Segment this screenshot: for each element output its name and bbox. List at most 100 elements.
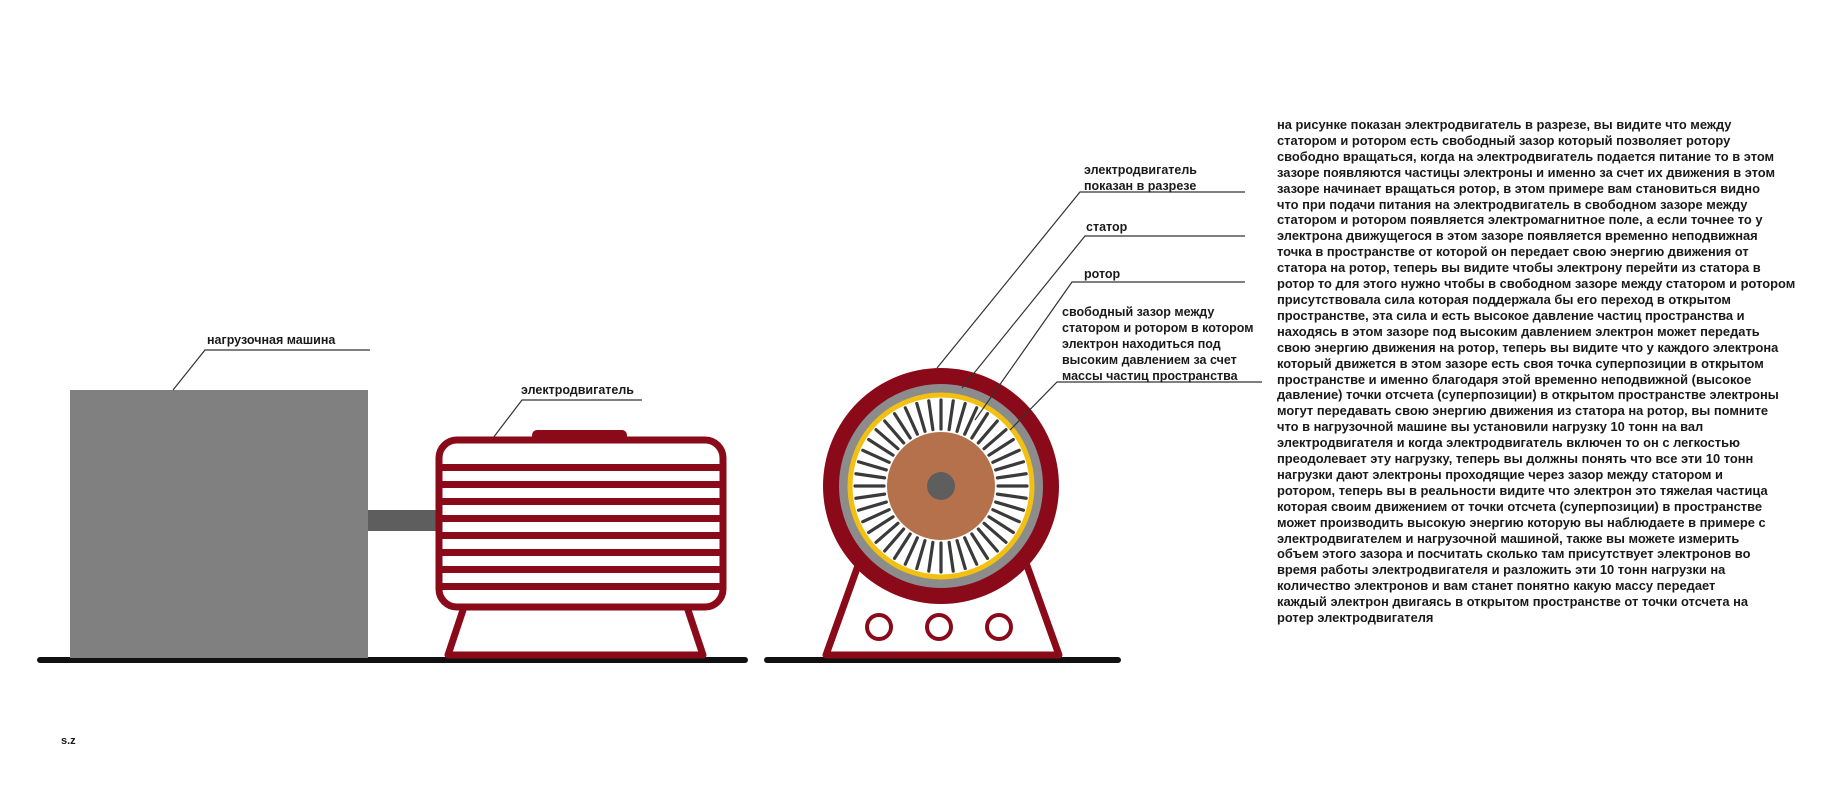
description-line: объем этого зазора и посчитать сколько т… — [1277, 546, 1751, 562]
description-line: ротор то для этого нужно чтобы в свободн… — [1277, 276, 1796, 292]
description-line: находясь в этом зазоре под высоким давле… — [1277, 323, 1760, 339]
stator-slot — [854, 492, 887, 500]
stator-slot — [963, 536, 979, 566]
stator-slot — [947, 399, 955, 432]
stator-slot — [947, 540, 955, 573]
label-gap-line2: статором и ротором в котором — [1062, 321, 1254, 335]
description-line: количество электронов и вам станет понят… — [1277, 578, 1716, 594]
leader-stator — [961, 235, 1245, 389]
description-line: которая своим движением от точки отсчета… — [1277, 498, 1763, 514]
motor-fin — [439, 583, 723, 590]
motor-cross-section-icon — [822, 368, 1063, 659]
stator-slot — [927, 399, 935, 432]
description-line: ротором, теперь вы в реальности видите ч… — [1277, 482, 1768, 498]
label-motor: электродвигатель — [521, 383, 634, 397]
label-load-machine: нагрузочная машина — [207, 333, 336, 347]
stator-slot — [892, 532, 912, 560]
stator-slot — [903, 536, 919, 566]
description-line: преодолевает эту нагрузку, теперь вы дол… — [1277, 451, 1754, 467]
description-line: могут передавать свою энергию движения и… — [1277, 403, 1769, 419]
description-line: что в нагрузочной машине вы установили н… — [1277, 419, 1704, 435]
motor-fin — [439, 549, 723, 556]
description-line: зазоре появляются частицы электроны и им… — [1277, 164, 1776, 180]
label-gap-line5: массы частиц пространства — [1062, 369, 1239, 383]
stator-slot — [927, 540, 935, 573]
label-section-line1: электродвигатель — [1084, 163, 1197, 177]
stator-slot — [994, 500, 1026, 512]
stator-slot — [991, 508, 1021, 524]
motor-shaft — [368, 510, 440, 531]
motor-fin — [439, 464, 723, 471]
description-text: на рисунке показан электродвигатель в ра… — [1277, 117, 1822, 626]
stator-slot — [970, 532, 990, 560]
stator-slot — [976, 527, 999, 553]
motor-fin — [439, 481, 723, 488]
description-line: нагрузки дают электроны проходящие через… — [1277, 466, 1723, 482]
stator-slot — [991, 448, 1021, 464]
stator-slot — [883, 527, 906, 553]
description-line: точка в пространстве от которой он перед… — [1277, 244, 1749, 260]
description-line: присутствовала сила которая поддержала б… — [1277, 291, 1731, 307]
stator-slot — [867, 437, 895, 457]
description-line: зазоре начинает вращаться ротор, в этом … — [1277, 180, 1760, 196]
stator-slot — [854, 472, 887, 480]
stator-slot — [995, 472, 1028, 480]
description-line: на рисунке показан электродвигатель в ра… — [1277, 117, 1732, 132]
motor-fin — [439, 532, 723, 539]
description-line: статором и ротором есть свободный зазор … — [1277, 132, 1731, 148]
stator-slot — [892, 412, 912, 440]
stator-slot — [856, 460, 888, 472]
description-line: статора на ротор, теперь вы видите чтобы… — [1277, 260, 1761, 276]
description-line: статором и ротором появляется электромаг… — [1277, 212, 1763, 228]
stator-slot — [903, 406, 919, 436]
description-line: время работы электродвигателя и разложит… — [1277, 562, 1726, 578]
description-line: электрона движущегося в этом зазоре появ… — [1277, 228, 1758, 244]
leader-load-machine — [172, 349, 370, 391]
description-line: что при подачи питания на электродвигате… — [1277, 196, 1748, 212]
load-machine-block — [70, 390, 368, 658]
description-line: пространстве, эта сила и есть высокое да… — [1277, 307, 1745, 323]
stator-slot — [987, 515, 1015, 535]
leader-rotor — [974, 281, 1245, 421]
stator-slot — [976, 419, 999, 445]
description-line: электродвигателя и когда электродвигател… — [1277, 435, 1741, 451]
leader-gap — [1009, 381, 1262, 431]
stator-slot — [915, 401, 927, 433]
stator-slot — [955, 401, 967, 433]
stator-slot — [867, 515, 895, 535]
label-stator: статор — [1086, 220, 1128, 234]
stator-slot — [970, 412, 990, 440]
label-rotor: ротор — [1084, 267, 1121, 281]
label-gap-line3: электрон находиться под — [1062, 337, 1221, 351]
description-line: электродвигателем и нагрузочной машиной,… — [1277, 530, 1740, 546]
description-line: может производить высокую энергию котору… — [1277, 514, 1766, 530]
label-gap-line4: высоким давлением за счет — [1062, 353, 1237, 367]
stator-slot — [987, 437, 1015, 457]
stator-slot — [994, 460, 1026, 472]
stator-slot — [982, 521, 1008, 544]
motor-fin — [439, 515, 723, 522]
stator-slot — [995, 492, 1028, 500]
stator-slot — [861, 448, 891, 464]
label-section-line2: показан в разрезе — [1084, 179, 1196, 193]
leader-section — [936, 191, 1245, 369]
stator-slot — [955, 539, 967, 571]
stator-slot — [982, 428, 1008, 451]
stator-slot — [874, 521, 900, 544]
stator-slot — [874, 428, 900, 451]
description-line: ротер электродвигателя — [1277, 610, 1434, 626]
leader-motor — [492, 399, 642, 439]
motor-fin — [439, 498, 723, 505]
label-gap-line1: свободный зазор между — [1062, 305, 1214, 319]
description-line: пространстве и именно благодаря этой вре… — [1277, 371, 1752, 387]
stator-slot — [915, 539, 927, 571]
stator-slot — [963, 406, 979, 436]
motor-fin — [439, 566, 723, 573]
description-line: свободно вращаться, когда на электродвиг… — [1277, 148, 1775, 164]
stator-slot — [883, 419, 906, 445]
description-line: который движется в этом зазоре есть своя… — [1277, 355, 1764, 371]
stator-slot — [861, 508, 891, 524]
motor-side-view-icon — [435, 430, 727, 659]
description-line: каждый электрон двигаясь в открытом прос… — [1277, 594, 1749, 610]
